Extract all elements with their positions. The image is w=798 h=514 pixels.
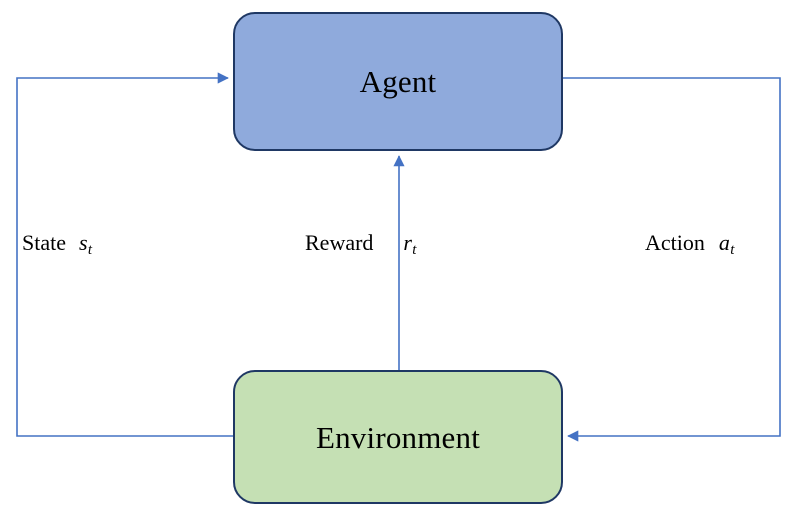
node-environment-label: Environment xyxy=(315,419,481,455)
edge-label-reward: Reward rt xyxy=(305,230,417,259)
edge-action-path xyxy=(563,77,781,442)
edge-symbol-action-sub: t xyxy=(730,242,735,259)
edge-symbol-state: st xyxy=(79,230,93,259)
edge-symbol-action-base: a xyxy=(718,230,730,255)
edge-symbol-reward-sub: t xyxy=(412,242,417,259)
edge-symbol-reward: rt xyxy=(403,230,417,259)
edge-state-path xyxy=(16,72,233,437)
edge-symbol-state-base: s xyxy=(79,230,88,255)
node-environment[interactable]: Environment xyxy=(233,370,563,504)
edge-symbol-reward-base: r xyxy=(403,230,412,255)
edge-label-state-text: State xyxy=(22,230,66,255)
edge-symbol-action: at xyxy=(718,230,735,259)
edge-label-reward-text: Reward xyxy=(305,230,374,255)
edge-symbol-state-sub: t xyxy=(87,242,93,259)
edge-label-action-text: Action xyxy=(645,230,705,255)
node-agent[interactable]: Agent xyxy=(233,12,563,151)
node-agent-label: Agent xyxy=(359,64,437,99)
